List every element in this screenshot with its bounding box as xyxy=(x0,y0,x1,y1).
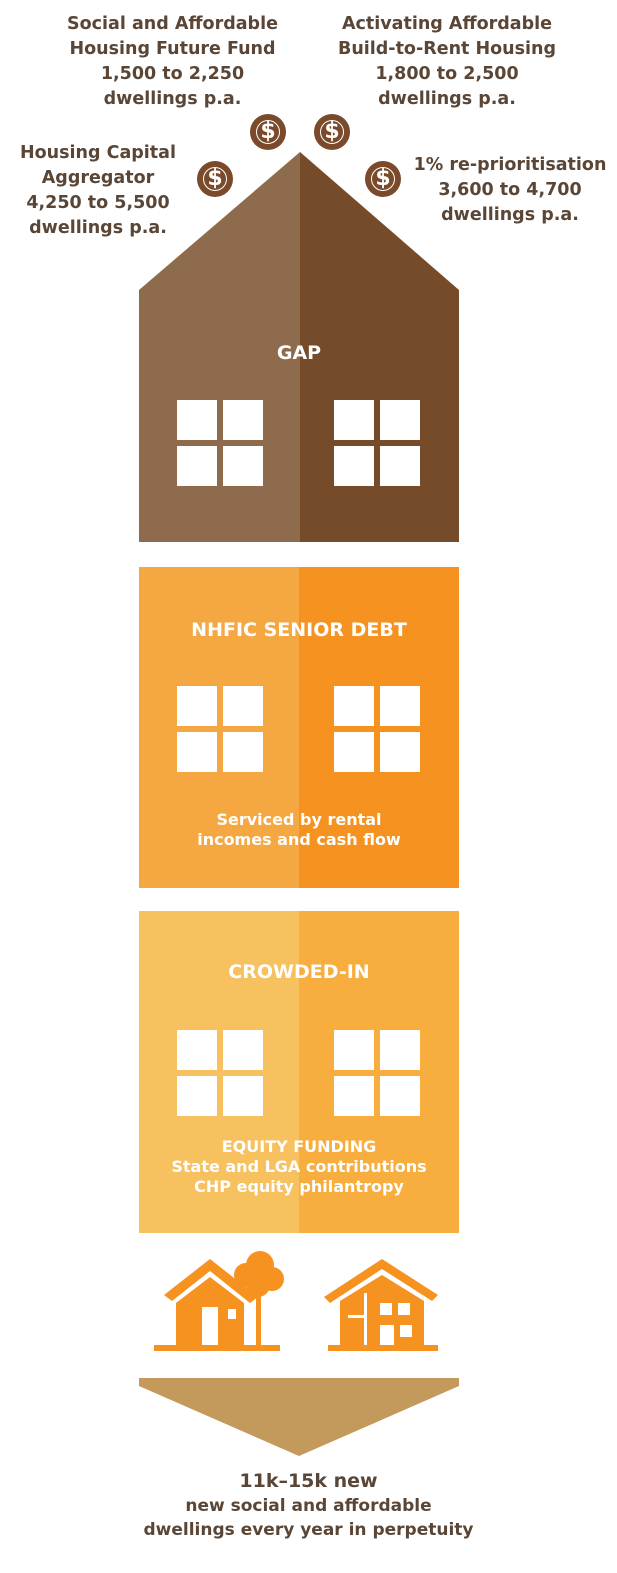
senior-debt-caption-line-2: incomes and cash flow xyxy=(197,830,401,849)
window-icon xyxy=(177,686,263,772)
gap-house-shape xyxy=(139,152,459,542)
window-icon xyxy=(334,1030,420,1116)
crowded-in-block xyxy=(139,911,459,1233)
result-headline: 11k–15k new xyxy=(239,1470,378,1492)
senior-debt-caption-line-1: Serviced by rental xyxy=(216,810,382,829)
crowded-in-title: CROWDED-IN xyxy=(228,961,370,983)
build-to-rent-label: Activating Affordable Build-to-Rent Hous… xyxy=(318,12,576,112)
reprioritisation-label: 1% re-prioritisation 3,600 to 4,700 dwel… xyxy=(405,153,615,228)
aggregator-line-4: dwellings p.a. xyxy=(29,218,167,238)
result-line-2: dwellings every year in perpetuity xyxy=(143,1520,474,1540)
future-fund-line-2: Housing Future Fund xyxy=(69,39,276,59)
modern-house-icon xyxy=(324,1259,438,1351)
aggregator-line-2: Aggregator xyxy=(41,168,155,188)
reprioritisation-line-2: 3,600 to 4,700 xyxy=(438,180,582,200)
future-fund-line-3: 1,500 to 2,250 xyxy=(100,64,245,84)
down-arrow-shape xyxy=(139,1378,459,1456)
senior-debt-block xyxy=(139,567,459,888)
result-text: 11k–15k new new social and affordable dw… xyxy=(0,1468,617,1542)
aggregator-line-3: 4,250 to 5,500 xyxy=(26,193,170,213)
future-fund-line-1: Social and Affordable xyxy=(67,14,278,34)
dollar-coin-icon: $ xyxy=(197,161,233,197)
senior-debt-title: NHFIC SENIOR DEBT xyxy=(191,619,407,641)
build-to-rent-line-2: Build-to-Rent Housing xyxy=(337,39,557,59)
future-fund-line-4: dwellings p.a. xyxy=(103,89,242,109)
result-line-1: new social and affordable xyxy=(185,1496,432,1516)
crowded-in-caption-line-1: EQUITY FUNDING xyxy=(221,1137,377,1156)
dollar-coin-icon: $ xyxy=(314,114,350,150)
window-icon xyxy=(177,400,263,486)
window-icon xyxy=(177,1030,263,1116)
house-with-tree-icon xyxy=(154,1251,284,1351)
reprioritisation-line-3: dwellings p.a. xyxy=(441,205,579,225)
aggregator-line-1: Housing Capital xyxy=(20,143,176,163)
future-fund-label: Social and Affordable Housing Future Fun… xyxy=(40,12,305,112)
build-to-rent-line-4: dwellings p.a. xyxy=(378,89,516,109)
dollar-coin-icon: $ xyxy=(365,161,401,197)
aggregator-label: Housing Capital Aggregator 4,250 to 5,50… xyxy=(2,141,194,241)
gap-title: GAP xyxy=(276,342,322,364)
senior-debt-caption: Serviced by rental incomes and cash flow xyxy=(139,810,459,850)
dollar-coin-icon: $ xyxy=(250,114,286,150)
crowded-in-caption-line-3: CHP equity philantropy xyxy=(194,1177,404,1196)
reprioritisation-line-1: 1% re-prioritisation xyxy=(413,155,607,175)
build-to-rent-line-1: Activating Affordable xyxy=(341,14,553,34)
crowded-in-caption: EQUITY FUNDING State and LGA contributio… xyxy=(120,1137,478,1197)
window-icon xyxy=(334,400,420,486)
window-icon xyxy=(334,686,420,772)
build-to-rent-line-3: 1,800 to 2,500 xyxy=(375,64,519,84)
crowded-in-caption-line-2: State and LGA contributions xyxy=(171,1157,427,1176)
